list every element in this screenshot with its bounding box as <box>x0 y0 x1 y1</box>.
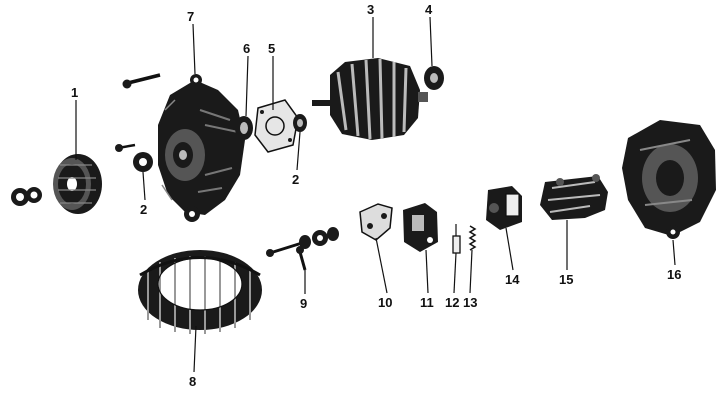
callout-2-left: 2 <box>140 202 147 217</box>
stator-part <box>138 250 262 334</box>
callout-14: 14 <box>505 272 520 287</box>
callout-16: 16 <box>667 267 681 282</box>
callout-11: 11 <box>420 295 434 310</box>
drive-end-housing-part <box>158 74 245 222</box>
slip-ring-end-housing-part <box>622 120 716 239</box>
regulator-part <box>486 186 522 230</box>
callout-2-right: 2 <box>292 172 299 187</box>
bearing-retainer-plate-part <box>254 99 299 153</box>
rear-bearing-part <box>424 66 444 90</box>
spacer-washer-part <box>133 152 153 172</box>
pulley-nut <box>11 187 42 206</box>
callout-4: 4 <box>425 2 433 17</box>
callout-8: 8 <box>189 374 196 389</box>
callout-9: 9 <box>300 296 307 311</box>
callout-5: 5 <box>268 41 275 56</box>
terminal-bolt-part <box>266 227 339 271</box>
brush-holder-part <box>403 203 438 252</box>
callout-7: 7 <box>187 9 194 24</box>
through-bolt-part <box>122 73 161 89</box>
spacer-collar-part <box>293 114 307 132</box>
callout-10: 10 <box>378 295 392 310</box>
rectifier-part <box>540 174 608 220</box>
callout-1: 1 <box>71 85 78 100</box>
pulley-part <box>53 154 102 214</box>
callout-12: 12 <box>445 295 459 310</box>
brush-part <box>452 224 461 254</box>
callout-15: 15 <box>559 272 573 287</box>
brush-spring-part <box>468 225 477 251</box>
leader-lines <box>75 16 676 373</box>
callout-3: 3 <box>367 2 374 17</box>
rotor-part <box>312 58 428 140</box>
small-bolt-part <box>115 143 136 152</box>
callout-13: 13 <box>463 295 477 310</box>
front-bearing-part <box>235 116 253 140</box>
callout-6: 6 <box>243 41 250 56</box>
bracket-part <box>359 203 393 241</box>
